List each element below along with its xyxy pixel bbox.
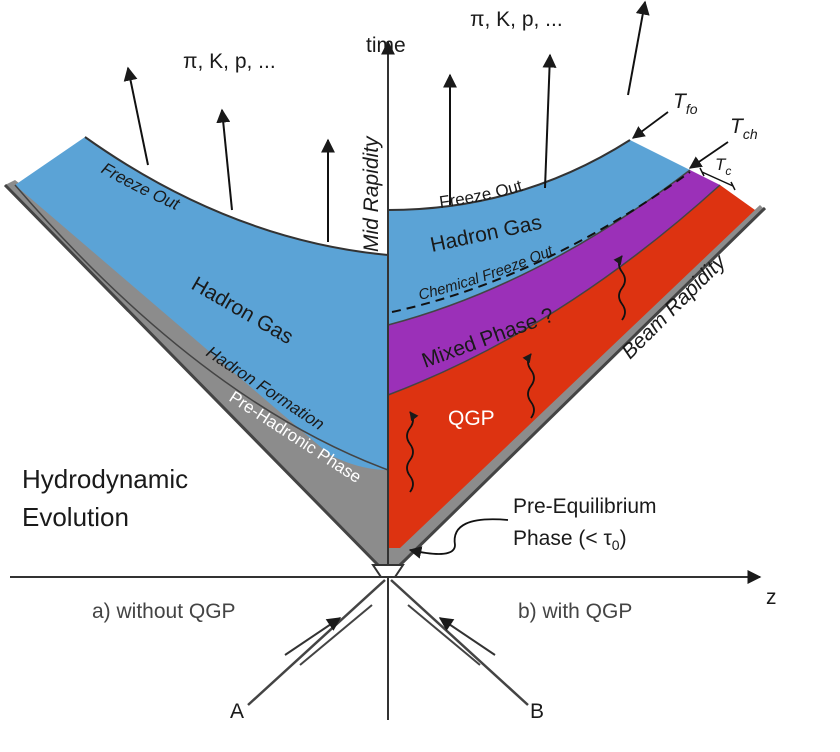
chemical-freeze-out-line	[391, 171, 691, 313]
t-fo-label: Tfo	[673, 90, 698, 117]
t-c-bracket-end2	[730, 181, 736, 191]
nucleus-b-track-2	[407, 604, 481, 666]
hadron-gas-right-region	[388, 140, 690, 325]
nucleus-a-trajectory	[247, 579, 386, 706]
with-qgp-label: b) with QGP	[518, 600, 632, 623]
nucleus-a-track-2	[299, 604, 373, 666]
nucleus-b-trajectory	[390, 579, 529, 706]
photon-arrow-2	[522, 353, 535, 419]
right-light-cone-edge	[398, 206, 767, 567]
mixed-phase-region	[388, 170, 720, 395]
collision-vertex	[371, 564, 405, 578]
t-fo-pointer	[631, 111, 669, 139]
particle-arrow-5	[542, 53, 557, 189]
particle-arrow-2	[216, 108, 233, 211]
pre-equilibrium-label-line1: Pre-Equilibrium	[513, 495, 657, 518]
t-c-bracket	[701, 171, 734, 187]
qgp-region	[388, 185, 755, 548]
left-light-cone-edge	[3, 183, 380, 567]
photon-arrow-3	[613, 255, 626, 321]
qgp-label: QGP	[448, 407, 495, 430]
pre-equilibrium-pointer	[408, 518, 509, 559]
mixed-phase-lower-boundary	[387, 184, 721, 396]
hadron-formation-boundary	[14, 184, 389, 471]
particle-arrow-1	[123, 66, 149, 166]
particles-label-left: π, K, p, ...	[183, 50, 276, 73]
hydrodynamic-label-line1: Hydrodynamic	[22, 464, 188, 494]
t-c-label: Tc	[715, 155, 731, 178]
particles-label-right: π, K, p, ...	[470, 8, 563, 31]
pre-equilibrium-region	[388, 205, 765, 565]
freeze-out-curve-right	[387, 139, 631, 211]
time-axis-label: time	[366, 34, 406, 57]
t-ch-label: Tch	[730, 115, 758, 142]
nucleus-b-label: B	[530, 700, 544, 723]
nucleus-b-arrow	[438, 617, 496, 656]
particle-arrow-6	[627, 0, 650, 96]
z-axis-label: z	[766, 586, 777, 609]
nucleus-a-label: A	[230, 700, 244, 723]
mixed-phase-upper-boundary	[387, 169, 691, 326]
photon-arrow-1	[406, 411, 419, 493]
hydrodynamic-label-line2: Evolution	[22, 502, 129, 532]
t-ch-pointer	[688, 141, 729, 169]
without-qgp-label: a) without QGP	[92, 600, 236, 623]
hadron-gas-left-region	[15, 137, 388, 470]
nucleus-a-arrow	[284, 617, 342, 656]
pre-equilibrium-label-line2: Phase (< τ0)	[513, 527, 627, 553]
t-c-bracket-end1	[699, 167, 705, 177]
freeze-out-curve-left	[84, 136, 389, 256]
mid-rapidity-label: Mid Rapidity	[360, 135, 383, 252]
